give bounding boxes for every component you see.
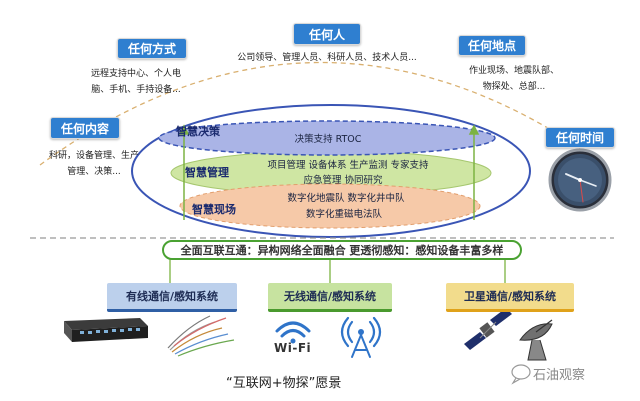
clock-icon bbox=[548, 148, 612, 212]
field-layer-line2: 数字化重磁电法队 bbox=[305, 209, 382, 220]
watermark-text: 石油观察 bbox=[533, 368, 586, 383]
management-layer-line1: 项目管理 设备体系 生产监测 专家支持 bbox=[267, 160, 429, 171]
connectivity-banner-text: 全面互联互通：异构网络全面融合 更透彻感知：感知设备丰富多样 bbox=[180, 244, 504, 257]
any-person-label: 任何人 bbox=[308, 27, 345, 42]
field-layer-line1: 数字化地震队 数字化井中队 bbox=[287, 193, 405, 204]
any-way-description: 远程支持中心、个人电 脑、手机、手持设备... bbox=[72, 66, 200, 98]
cable-bundle-icon bbox=[167, 315, 235, 357]
any-way-box: 任何方式 bbox=[117, 38, 187, 59]
connectivity-banner: 全面互联互通：异构网络全面融合 更透彻感知：感知设备丰富多样 bbox=[162, 240, 522, 260]
upward-arrows bbox=[178, 124, 480, 220]
any-content-desc-line: 管理、决策... bbox=[67, 167, 121, 177]
any-way-desc-line: 脑、手机、手持设备... bbox=[91, 85, 181, 95]
any-person-desc-line: 公司领导、管理人员、科研人员、技术人员... bbox=[237, 53, 417, 63]
any-place-description: 作业现场、地震队部、 物探处、总部... bbox=[452, 63, 576, 95]
banner-connectors bbox=[169, 258, 506, 283]
network-switch-icon bbox=[64, 318, 148, 342]
any-person-description: 公司领导、管理人员、科研人员、技术人员... bbox=[222, 50, 432, 66]
any-place-box: 任何地点 bbox=[458, 35, 526, 56]
decision-layer-text: 决策支持 RTOC bbox=[294, 134, 362, 145]
diagram-caption: “互联网+物探”愿景 bbox=[226, 376, 342, 391]
outer-ellipse bbox=[131, 104, 531, 238]
management-layer-line2: 应急管理 协同研究 bbox=[303, 175, 383, 186]
wifi-icon bbox=[275, 321, 311, 344]
watermark-bubble-icon bbox=[511, 364, 531, 385]
any-content-description: 科研，设备管理、生产 管理、决策... bbox=[38, 148, 150, 180]
any-person-box: 任何人 bbox=[293, 23, 361, 45]
satellite-dish-icon bbox=[519, 319, 553, 361]
orbit-dashed-arc bbox=[39, 61, 606, 166]
any-time-box: 任何时间 bbox=[545, 127, 615, 148]
any-place-desc-line: 物探处、总部... bbox=[482, 82, 546, 92]
decision-layer-label: 智慧决策 bbox=[176, 125, 220, 138]
satellite-system-box: 卫星通信/感知系统 bbox=[446, 283, 574, 312]
field-layer-label: 智慧现场 bbox=[192, 203, 236, 216]
wired-system-box: 有线通信/感知系统 bbox=[107, 283, 237, 312]
wireless-system-box: 无线通信/感知系统 bbox=[268, 283, 392, 312]
any-content-label: 任何内容 bbox=[60, 121, 109, 136]
any-content-desc-line: 科研，设备管理、生产 bbox=[48, 151, 139, 161]
any-content-box: 任何内容 bbox=[50, 117, 120, 139]
any-way-label: 任何方式 bbox=[127, 42, 176, 56]
wireless-system-label: 无线通信/感知系统 bbox=[283, 290, 377, 303]
wifi-text: Wi-Fi bbox=[274, 341, 312, 355]
field-layer-ellipse bbox=[179, 183, 481, 229]
any-time-label: 任何时间 bbox=[555, 131, 604, 145]
any-place-label: 任何地点 bbox=[467, 39, 516, 53]
any-place-desc-line: 作业现场、地震队部、 bbox=[468, 66, 559, 76]
decision-layer-ellipse bbox=[158, 120, 496, 156]
any-way-desc-line: 远程支持中心、个人电 bbox=[90, 69, 181, 79]
management-layer-label: 智慧管理 bbox=[185, 166, 229, 179]
satellite-system-label: 卫星通信/感知系统 bbox=[463, 290, 557, 303]
satellite-icon bbox=[464, 308, 512, 350]
antenna-tower-icon bbox=[340, 316, 382, 358]
wired-system-label: 有线通信/感知系统 bbox=[125, 290, 219, 303]
